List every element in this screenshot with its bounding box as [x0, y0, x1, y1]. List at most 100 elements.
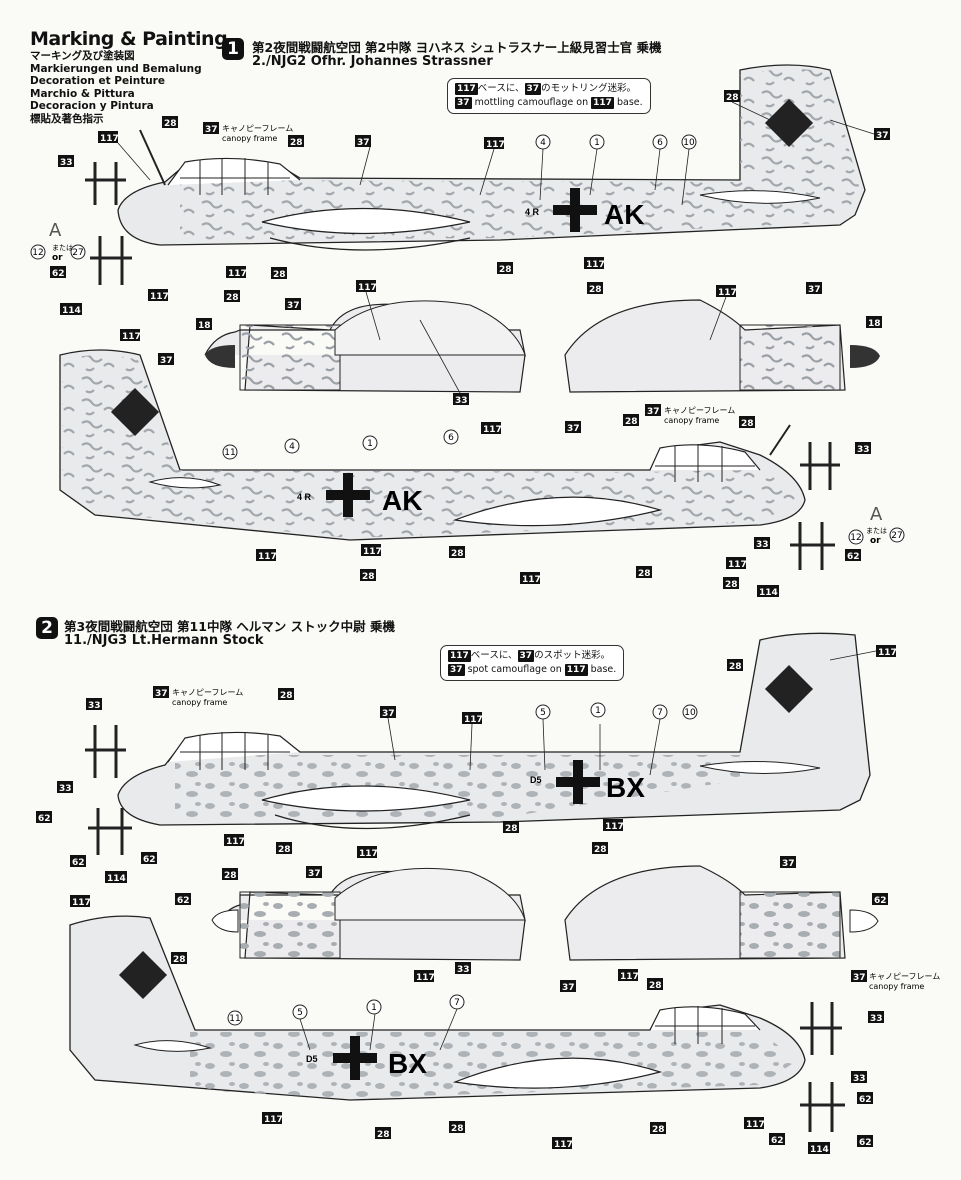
callout-4: 4	[284, 438, 300, 454]
svg-text:37: 37	[308, 869, 321, 879]
svg-text:62: 62	[847, 552, 860, 562]
letter-a: A	[870, 504, 883, 525]
svg-text:33: 33	[88, 701, 101, 711]
badge-114: 114	[105, 871, 127, 884]
title-zh: 標貼及著色指示	[30, 112, 104, 125]
s2-left-side-view: BX D5	[85, 632, 871, 855]
badge-28: 28	[278, 688, 294, 701]
badge-117: 117	[226, 266, 247, 279]
s2-small-code-right: D5	[306, 1054, 318, 1064]
color-code-badge: 117	[564, 664, 588, 676]
badge-117: 117	[98, 131, 119, 144]
badge-28: 28	[724, 90, 740, 103]
svg-text:33: 33	[857, 445, 870, 455]
svg-text:62: 62	[859, 1095, 872, 1105]
note-text: のスポット迷彩。	[534, 650, 611, 661]
callout-5: 5	[535, 704, 551, 720]
letter-a: A	[49, 220, 62, 241]
s1-left-side-view: AK 4 R	[85, 64, 866, 285]
svg-text:4: 4	[540, 138, 546, 148]
canopy-label-jp: キャノピーフレーム	[172, 688, 243, 697]
callout-4: 4	[535, 134, 551, 150]
callout-11: 11	[227, 1010, 243, 1026]
svg-text:114: 114	[62, 306, 81, 316]
svg-text:10: 10	[684, 708, 696, 718]
svg-text:28: 28	[725, 580, 738, 590]
leader-lines	[117, 101, 877, 1051]
badge-33: 33	[86, 698, 102, 711]
badge-28: 28	[271, 267, 287, 280]
badge-117: 117	[356, 280, 377, 293]
badge-18: 18	[866, 316, 882, 329]
s2-right-side-view: BX D5	[69, 915, 845, 1132]
svg-text:5: 5	[540, 708, 546, 718]
badge-28: 28	[288, 135, 304, 148]
badge-117: 117	[120, 329, 141, 342]
badge-28: 28	[171, 952, 187, 965]
svg-text:11: 11	[229, 1014, 240, 1024]
svg-text:28: 28	[362, 572, 375, 582]
svg-text:117: 117	[483, 425, 502, 435]
svg-text:28: 28	[226, 293, 239, 303]
badge-117: 117	[224, 834, 245, 847]
svg-text:114: 114	[810, 1145, 829, 1155]
title-de: Markierungen und Bemalung	[30, 62, 202, 75]
callout-27: 27	[70, 244, 86, 260]
badge-37: 37	[560, 980, 576, 993]
svg-text:62: 62	[52, 269, 65, 279]
badge-117: 117	[726, 557, 747, 570]
svg-text:28: 28	[224, 871, 237, 881]
callout-6: 6	[443, 429, 459, 445]
svg-text:33: 33	[455, 396, 468, 406]
svg-text:117: 117	[620, 972, 639, 982]
badge-62: 62	[50, 266, 66, 279]
svg-text:37: 37	[782, 859, 795, 869]
s1-code-right: AK	[382, 485, 422, 516]
callout-badges: 117 28 37 28 37 117 28 37 33 62 114 117 …	[36, 90, 897, 1155]
svg-text:62: 62	[143, 855, 156, 865]
badge-28: 28	[449, 546, 465, 559]
badge-28: 28	[623, 414, 639, 427]
section-1-title-en: 2./NJG2 Ofhr. Johannes Strassner	[252, 54, 493, 69]
svg-text:28: 28	[499, 265, 512, 275]
svg-text:117: 117	[363, 547, 382, 557]
svg-text:37: 37	[562, 983, 575, 993]
badge-33: 33	[57, 781, 73, 794]
page-title: Marking & Painting	[30, 28, 228, 50]
callout-10: 10	[681, 134, 697, 150]
svg-text:28: 28	[278, 845, 291, 855]
svg-text:28: 28	[726, 93, 739, 103]
badge-117: 117	[256, 549, 277, 562]
badge-62: 62	[36, 811, 52, 824]
svg-text:62: 62	[38, 814, 51, 824]
badge-33: 33	[868, 1011, 884, 1024]
section-2-title-jp: 第3夜間戦闘航空団 第11中隊 ヘルマン ストック中尉 乗機	[64, 619, 396, 634]
svg-text:28: 28	[589, 285, 602, 295]
svg-text:28: 28	[729, 662, 742, 672]
or-jp: または	[52, 244, 73, 252]
s1-nacelles	[204, 299, 880, 393]
badge-37: 37	[851, 970, 867, 983]
note-text: ベースに、	[477, 83, 525, 94]
badge-114: 114	[757, 585, 779, 598]
callout-10: 10	[682, 704, 698, 720]
svg-text:62: 62	[771, 1136, 784, 1146]
svg-text:117: 117	[586, 260, 605, 270]
svg-text:37: 37	[876, 131, 889, 141]
svg-text:12: 12	[850, 533, 861, 543]
title-it: Marchio & Pittura	[30, 87, 135, 100]
svg-text:28: 28	[649, 981, 662, 991]
badge-28: 28	[650, 1122, 666, 1135]
badge-33: 33	[58, 155, 74, 168]
badge-37: 37	[158, 353, 174, 366]
canopy-label-en: canopy frame	[869, 982, 924, 991]
svg-text:33: 33	[60, 158, 73, 168]
color-code-badge: 37	[448, 664, 465, 676]
badge-37: 37	[203, 122, 219, 135]
badge-62: 62	[857, 1135, 873, 1148]
svg-text:6: 6	[657, 138, 663, 148]
note-text: ベースに、	[470, 650, 518, 661]
note-text: base.	[590, 664, 617, 675]
badge-117: 117	[361, 544, 382, 557]
callout-1: 1	[362, 435, 378, 451]
